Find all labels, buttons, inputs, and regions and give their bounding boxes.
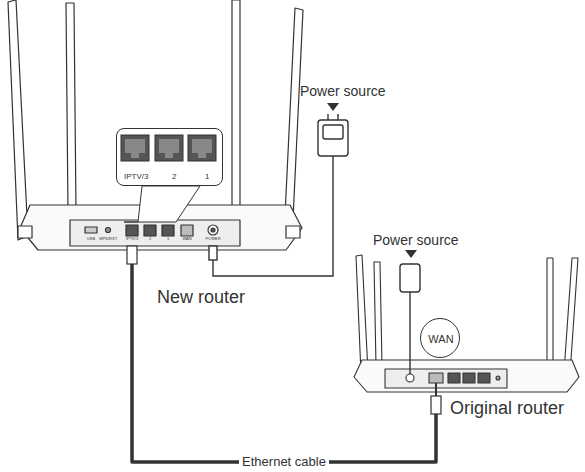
port-label: WAN [428, 333, 453, 346]
cable [434, 414, 438, 422]
port-label: WPS/RST [99, 237, 117, 242]
zoom-port [121, 135, 149, 161]
adapter-prong [327, 114, 328, 120]
cable [435, 383, 437, 396]
adapter-prong [337, 114, 338, 120]
new-router [8, 0, 303, 250]
antenna [564, 258, 578, 374]
port-label: 2 [149, 237, 151, 242]
lan-port [478, 373, 490, 383]
port-label: 1 [205, 172, 209, 181]
usb-port [85, 227, 97, 233]
device-area: New router IPTV/3 2 1 [15, 0, 305, 312]
power-wire [213, 156, 333, 276]
device-name: New router [157, 287, 245, 308]
port-label: USB [87, 237, 95, 242]
wan-port [429, 373, 443, 383]
port-label: IPTV/3 [124, 172, 148, 181]
antenna [374, 262, 382, 366]
down-triangle [405, 250, 417, 258]
antenna [356, 255, 368, 374]
cable-label: Ethernet cable [239, 455, 329, 470]
power-adapter [318, 120, 348, 156]
zoom-port [198, 153, 206, 158]
port-label: POWER [205, 237, 220, 242]
original-router [354, 255, 579, 392]
back-panel [70, 220, 240, 246]
lan-port [162, 225, 174, 236]
zoom-port [125, 139, 145, 153]
port-label: WAN [182, 237, 191, 242]
power-jack [211, 228, 215, 232]
power-line [400, 264, 420, 374]
zoom-port [165, 153, 173, 158]
back-panel [385, 369, 507, 388]
lan-port [448, 373, 460, 383]
zoom-bubble: IPTV/3 2 1 [116, 128, 223, 186]
device-name: Original router [450, 398, 564, 419]
power-jack [406, 374, 414, 382]
ethernet-cable [132, 312, 436, 462]
power-jack [208, 225, 218, 235]
zoom-port [159, 139, 179, 153]
port-label: 2 [172, 172, 176, 181]
antenna [547, 258, 553, 366]
ethernet-plug [431, 383, 441, 422]
wps-button [106, 228, 111, 233]
zoom-ports [121, 135, 216, 161]
power-label: Power source [373, 232, 459, 248]
rj45-plug [431, 396, 441, 414]
power-adapter [400, 264, 420, 292]
ethernet-plug [127, 246, 137, 312]
lan-port [463, 373, 475, 383]
cable [130, 264, 134, 312]
antenna [8, 0, 28, 240]
zoom-ground [116, 129, 221, 185]
device-area: Original router WAN [345, 245, 582, 422]
wan-port [181, 225, 193, 236]
zoom-tab [124, 186, 200, 222]
lan-port [144, 225, 156, 236]
antenna-hinge [18, 226, 32, 238]
power-adapter [323, 125, 343, 139]
button [496, 376, 500, 380]
zoom-port [188, 135, 216, 161]
port-label: IPTV/3 [126, 237, 138, 242]
zoom-port [155, 135, 183, 161]
zoom-port [192, 139, 212, 153]
power-line [209, 114, 348, 276]
zoom-port [131, 153, 139, 158]
lan-port [126, 225, 138, 236]
power-wire [409, 292, 410, 374]
router-body [354, 360, 579, 392]
rj45-plug [127, 246, 137, 264]
callout-circle: WAN [420, 318, 460, 358]
antenna-hinge [286, 226, 300, 238]
antenna [66, 3, 76, 212]
dc-plug [209, 246, 217, 260]
power-label: Power source [300, 83, 386, 99]
antenna [232, 0, 240, 212]
down-triangle [327, 103, 339, 111]
port-label: 1 [167, 237, 169, 242]
